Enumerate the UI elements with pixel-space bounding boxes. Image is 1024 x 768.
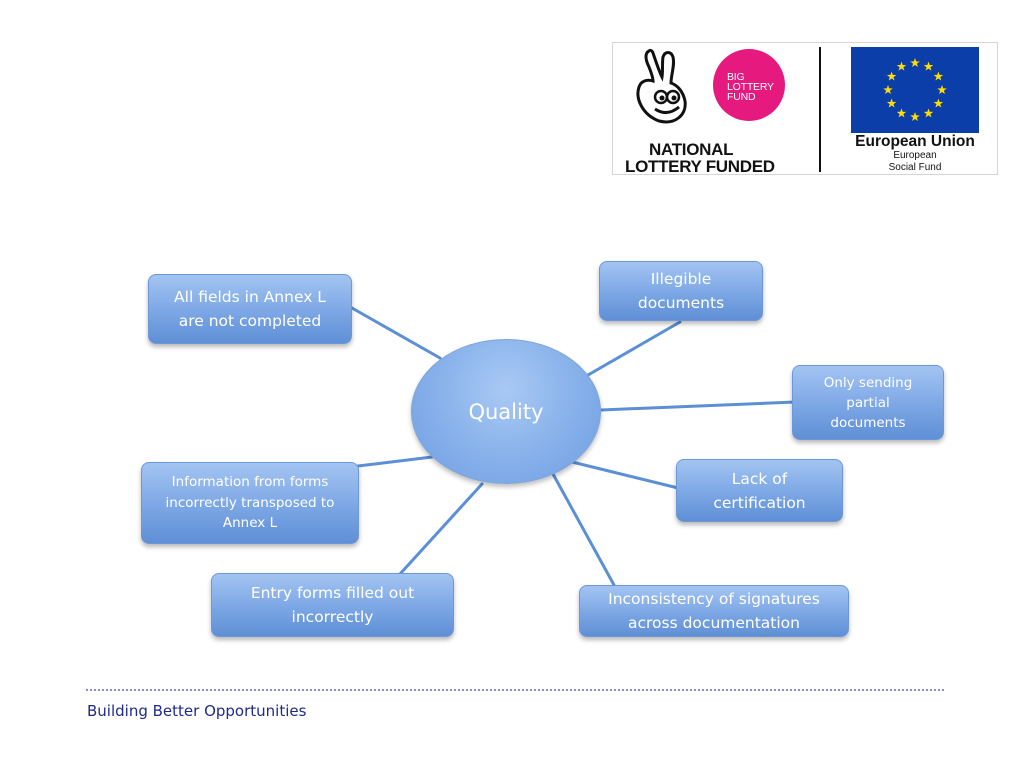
connector-certification	[566, 459, 680, 490]
node-lack-of-certification: Lack of certification	[676, 459, 843, 522]
eu-star-icon	[933, 71, 944, 81]
eu-flag-icon	[851, 47, 979, 133]
eu-star-icon	[896, 61, 907, 71]
eu-star-icon	[910, 112, 920, 122]
node-entry-forms-incorrect: Entry forms filled out incorrectly	[211, 573, 454, 637]
connector-partial	[599, 400, 797, 412]
logo-panel: BIG LOTTERY FUND NATIONAL LOTTERY FUNDED…	[612, 42, 998, 175]
eu-star-icon	[886, 71, 897, 81]
connector-entry-forms	[398, 482, 484, 576]
eu-star-icon	[886, 98, 897, 108]
eu-star-icon	[937, 85, 947, 95]
connector-illegible	[586, 320, 682, 377]
eu-star-icon	[933, 98, 944, 108]
national-lottery-crossed-fingers-logo	[636, 48, 687, 124]
connector-annex-l	[350, 306, 442, 360]
node-incorrectly-transposed: Information from forms incorrectly trans…	[141, 462, 359, 544]
hub-quality: Quality	[411, 339, 601, 484]
logo-divider	[819, 47, 821, 172]
hub-label: Quality	[468, 399, 544, 424]
big-lottery-fund-logo: BIG LOTTERY FUND	[713, 49, 785, 121]
node-inconsistent-signatures: Inconsistency of signatures across docum…	[579, 585, 849, 637]
node-annex-l-incomplete: All fields in Annex L are not completed	[148, 274, 352, 344]
eu-subtitle: European Social Fund	[888, 150, 942, 173]
connector-transposed	[356, 455, 434, 468]
eu-star-icon	[923, 61, 934, 71]
footer-title: Building Better Opportunities	[87, 702, 307, 720]
eu-title: European Union	[855, 133, 975, 150]
node-illegible-documents: Illegible documents	[599, 261, 763, 321]
eu-star-icon	[910, 58, 920, 68]
national-lottery-funded-text: NATIONAL LOTTERY FUNDED	[625, 140, 775, 176]
eu-star-icon	[923, 108, 934, 118]
eu-star-icon	[896, 108, 907, 118]
connector-signatures	[551, 472, 616, 587]
node-partial-documents: Only sending partial documents	[792, 365, 944, 440]
eu-star-icon	[883, 85, 893, 95]
footer-divider	[86, 689, 944, 691]
